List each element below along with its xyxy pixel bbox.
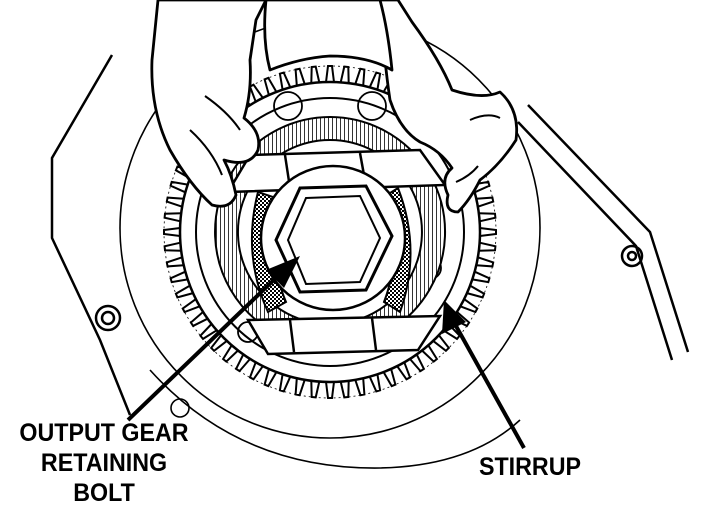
housing-outline-right bbox=[517, 104, 690, 361]
hands bbox=[150, 0, 519, 214]
housing-bolt-hole-left bbox=[94, 304, 122, 332]
leader-arrows bbox=[126, 256, 526, 449]
label-line-1: OUTPUT GEAR bbox=[19, 419, 189, 447]
arrow-to-stirrup bbox=[454, 325, 526, 449]
housing-outline-left bbox=[50, 54, 132, 416]
arrowhead-retaining-bolt bbox=[266, 256, 300, 288]
arrowhead-stirrup bbox=[442, 300, 466, 334]
gear-tooth-tip-circle bbox=[163, 65, 497, 399]
label-line-3: BOLT bbox=[73, 479, 135, 507]
label-line-2: RETAINING bbox=[40, 449, 168, 477]
stirrup-label: STIRRUP bbox=[478, 453, 582, 481]
output-gear-retaining-bolt-label: OUTPUT GEAR RETAINING BOLT bbox=[4, 418, 205, 508]
housing-bolt-hole-right bbox=[620, 244, 644, 268]
arrow-to-retaining-bolt bbox=[126, 274, 280, 422]
retaining-bolt bbox=[259, 164, 407, 312]
